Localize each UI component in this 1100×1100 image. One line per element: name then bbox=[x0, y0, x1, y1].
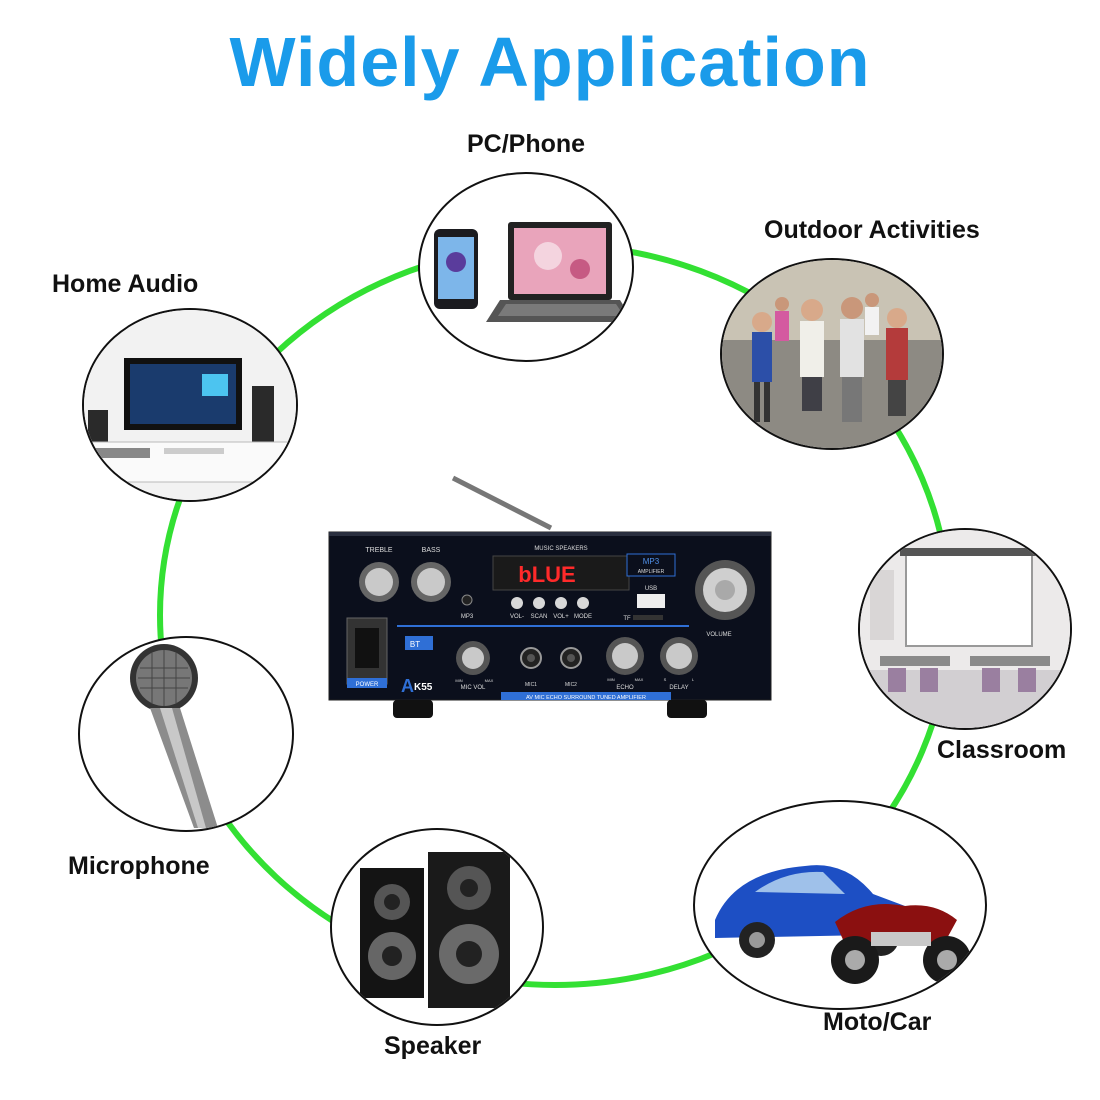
label-microphone: Microphone bbox=[68, 852, 210, 880]
bubble-speaker bbox=[330, 828, 544, 1026]
bt-label: BT bbox=[410, 640, 420, 649]
usb-port[interactable] bbox=[637, 594, 665, 608]
scan-button[interactable] bbox=[533, 597, 545, 609]
echo-min: MIN bbox=[607, 677, 614, 682]
echo-label: ECHO bbox=[616, 685, 634, 691]
tf-slot[interactable] bbox=[633, 615, 663, 620]
label-outdoor-activities: Outdoor Activities bbox=[764, 216, 980, 244]
scan-label: SCAN bbox=[531, 614, 548, 620]
label-moto-car: Moto/Car bbox=[823, 1008, 932, 1036]
amplifier-product: TREBLE BASS MUSIC SPEAKERS MP3 bLUE MP3 … bbox=[325, 470, 775, 730]
delay-label: DELAY bbox=[669, 685, 688, 691]
label-pc-phone: PC/Phone bbox=[467, 130, 586, 158]
echo-max: MAX bbox=[635, 677, 644, 682]
display-text: bLUE bbox=[518, 562, 575, 587]
delay-s: S bbox=[664, 677, 667, 682]
crowd-icon bbox=[722, 260, 942, 448]
car-motorcycle-icon bbox=[715, 865, 971, 984]
amplifier-front-panel: TREBLE BASS MUSIC SPEAKERS MP3 bLUE MP3 … bbox=[328, 475, 772, 718]
model-letter: A bbox=[401, 676, 414, 696]
vol-minus-label: VOL- bbox=[510, 614, 524, 620]
mp3-jack-label: MP3 bbox=[461, 614, 474, 620]
bubble-moto-car bbox=[693, 800, 987, 1010]
model-number: K55 bbox=[414, 682, 433, 693]
vol-plus-label: VOL+ bbox=[553, 614, 569, 620]
vol-minus-button[interactable] bbox=[511, 597, 523, 609]
speaker-icon bbox=[360, 852, 510, 1008]
mic2-label: MIC2 bbox=[565, 682, 577, 688]
label-classroom: Classroom bbox=[937, 736, 1067, 764]
label-speaker: Speaker bbox=[384, 1032, 482, 1060]
bubble-microphone bbox=[78, 636, 294, 832]
tf-label: TF bbox=[623, 616, 631, 622]
mic-vol-label: MIC VOL bbox=[461, 685, 486, 691]
mic1-label: MIC1 bbox=[525, 682, 537, 688]
badge-amplifier: AMPLIFIER bbox=[638, 569, 665, 575]
phone-laptop-icon bbox=[434, 222, 632, 322]
projector-screen-icon bbox=[860, 530, 1070, 728]
led-display bbox=[492, 555, 630, 591]
mode-label: MODE bbox=[574, 614, 592, 620]
mode-button[interactable] bbox=[577, 597, 589, 609]
label-home-audio: Home Audio bbox=[52, 270, 199, 298]
bluetooth-badge bbox=[405, 636, 433, 650]
mp3-jack[interactable] bbox=[461, 594, 473, 606]
tv-icon bbox=[84, 310, 296, 500]
bubble-home-audio bbox=[82, 308, 298, 502]
mic-vol-min: MIN bbox=[455, 678, 462, 683]
microphone-icon bbox=[130, 644, 218, 828]
bass-label: BASS bbox=[422, 547, 441, 554]
bubble-outdoor-activities bbox=[720, 258, 944, 450]
badge-mp3: MP3 bbox=[643, 557, 660, 566]
vol-plus-button[interactable] bbox=[555, 597, 567, 609]
power-label: POWER bbox=[356, 682, 379, 688]
bubble-classroom bbox=[858, 528, 1072, 730]
treble-label: TREBLE bbox=[365, 547, 393, 554]
music-speakers-label: MUSIC SPEAKERS bbox=[534, 546, 587, 552]
mic-vol-max: MAX bbox=[485, 678, 494, 683]
delay-l: L bbox=[692, 677, 695, 682]
page-title: Widely Application bbox=[229, 23, 871, 101]
volume-label: VOLUME bbox=[706, 632, 731, 638]
usb-label: USB bbox=[645, 586, 657, 592]
bubble-pc-phone bbox=[418, 172, 634, 362]
amp-footer-text: AV MIC ECHO SURROUND TUNED AMPLIFIER bbox=[526, 695, 646, 701]
